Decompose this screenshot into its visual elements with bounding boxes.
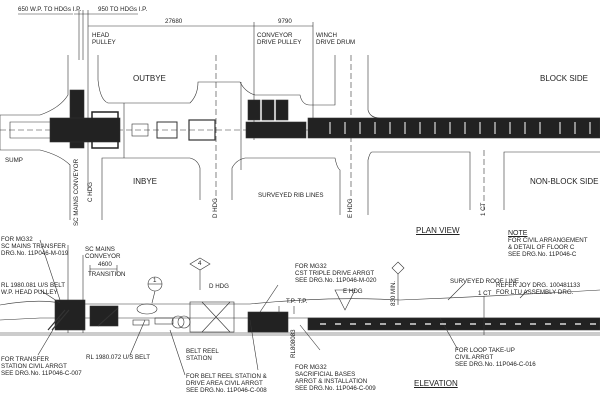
plan-conveyor-frames [329, 122, 591, 134]
dim-to-hdgs: 950 TO HDGs I.P. [98, 6, 148, 13]
label-elev-1ct: 1 CT [478, 290, 492, 297]
label-elev-e-hdg: E HDG [343, 288, 363, 295]
label-d-hdg: D HDG [212, 198, 219, 218]
label-roof-line: SURVEYED ROOF LINE [450, 278, 519, 285]
dimension-lines [18, 10, 314, 190]
elevation-linework [0, 239, 600, 376]
label-non-block-side: NON-BLOCK SIDE [530, 177, 599, 186]
label-e-hdg: E HDG [347, 198, 354, 218]
label-tp: T.P. T.P. [286, 298, 308, 305]
plan-view-title: PLAN VIEW [416, 226, 460, 235]
elevation-title: ELEVATION [414, 379, 458, 388]
label-belt-reel-civil: FOR BELT REEL STATION &DRIVE AREA CIVIL … [186, 373, 267, 394]
dim-wp-to-hdgs: 650 W.P. TO HDGs I.P. [18, 6, 82, 13]
label-1ct: 1 CT [480, 202, 487, 216]
note: NOTE FOR CIVIL ARRANGEMENT& DETAIL OF FL… [508, 230, 588, 258]
bubble-4-label: 4 [198, 260, 202, 267]
label-rib-lines: SURVEYED RIB LINES [258, 192, 324, 199]
label-elev-d-hdg: D HDG [209, 283, 229, 290]
dim-27680: 27680 [165, 18, 183, 25]
dim-4600: 4600 [98, 261, 112, 268]
label-c-hdg: C HDG [87, 182, 94, 202]
label-sc-mains-plan: SC MAINS CONVEYOR [73, 158, 80, 226]
label-transition: TRANSITION [88, 271, 126, 278]
bubble-1-label: 1 [153, 277, 157, 284]
label-inbye: INBYE [133, 177, 158, 186]
label-block-side: BLOCK SIDE [540, 74, 589, 83]
label-rl-vertical: RL808083 [290, 329, 297, 358]
label-outbye: OUTBYE [133, 74, 166, 83]
plan-conveyor-equipment [49, 89, 600, 149]
label-sump: SUMP [5, 157, 23, 164]
dim-9790: 9790 [278, 18, 292, 25]
label-830-min: 830 MIN. [390, 280, 397, 306]
label-rl-belt: RL 1980.072 U/S BELT [86, 354, 150, 361]
